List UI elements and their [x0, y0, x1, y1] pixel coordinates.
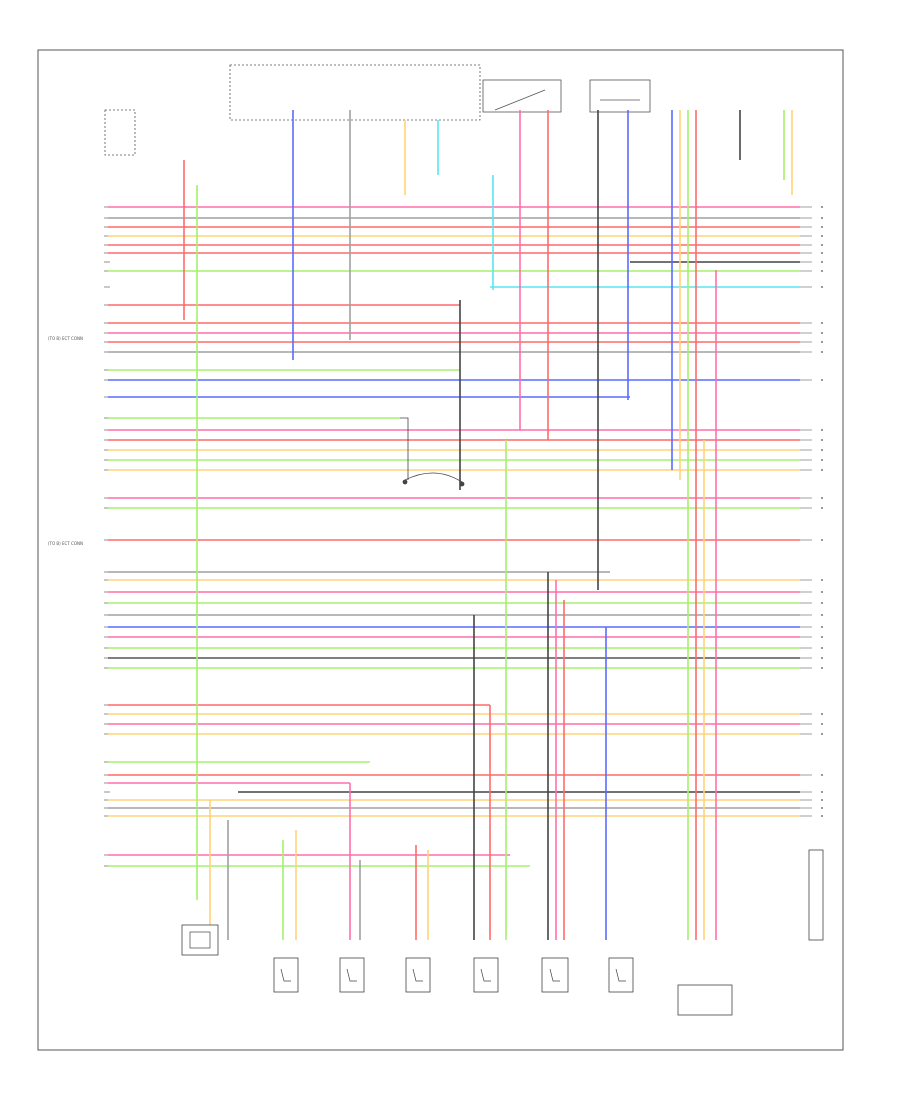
- terminal-dot-12: [821, 341, 823, 343]
- terminal-dot-20: [821, 449, 823, 451]
- sensor-5: [541, 957, 569, 993]
- relay-block-body-0: [181, 924, 219, 956]
- terminal-dot-45: [821, 807, 823, 809]
- terminal-dot-31: [821, 626, 823, 628]
- terminal-dot-39: [821, 733, 823, 735]
- top-components: [104, 64, 651, 156]
- terminal-dot-8: [821, 286, 823, 288]
- sensor-1: [273, 957, 299, 993]
- sensor-2: [339, 957, 365, 993]
- terminal-dot-25: [821, 539, 823, 541]
- connector-label-b: (TO B) ECT CONN: [48, 541, 83, 546]
- terminal-dot-23: [821, 497, 823, 499]
- sensor-symbol-1: [280, 968, 291, 982]
- terminal-dot-38: [821, 723, 823, 725]
- terminal-dot-46: [821, 815, 823, 817]
- sensor-body-1: [273, 957, 299, 993]
- terminal-dot-13: [821, 351, 823, 353]
- terminal-dot-18: [821, 429, 823, 431]
- terminal-dot-44: [821, 799, 823, 801]
- right-terminal-ticks: [800, 206, 823, 817]
- terminal-dot-33: [821, 647, 823, 649]
- terminal-dot-37: [821, 713, 823, 715]
- terminal-dot-30: [821, 614, 823, 616]
- terminal-dot-2: [821, 226, 823, 228]
- terminal-dot-21: [821, 459, 823, 461]
- terminal-dot-1: [821, 217, 823, 219]
- sensor-3: [405, 957, 431, 993]
- sensor-symbol-2: [346, 968, 357, 982]
- terminal-dot-29: [821, 602, 823, 604]
- component-layer: [181, 849, 824, 1016]
- terminal-dot-34: [821, 657, 823, 659]
- terminal-dot-22: [821, 469, 823, 471]
- terminal-dot-0: [821, 206, 823, 208]
- center-device: [400, 417, 465, 487]
- module-body-7: [677, 984, 733, 1016]
- terminal-dot-5: [821, 252, 823, 254]
- connector-label-a: (TO B) ECT CONN: [48, 336, 83, 341]
- terminal-dot-43: [821, 791, 823, 793]
- terminal-dot-6: [821, 261, 823, 263]
- relay-block-0: [181, 924, 219, 956]
- vertical-wire-layer: [183, 110, 793, 940]
- terminal-dot-10: [821, 322, 823, 324]
- terminal-dot-7: [821, 270, 823, 272]
- terminal-dot-27: [821, 579, 823, 581]
- sensor-body-2: [339, 957, 365, 993]
- sensor-symbol-4: [480, 968, 491, 982]
- terminal-dot-28: [821, 591, 823, 593]
- terminal-dot-41: [821, 774, 823, 776]
- terminal-dot-3: [821, 235, 823, 237]
- terminal-dot-32: [821, 636, 823, 638]
- terminal-dot-19: [821, 439, 823, 441]
- sensor-symbol-3: [412, 968, 423, 982]
- sensor-symbol-5: [549, 968, 560, 982]
- terminal-dot-15: [821, 379, 823, 381]
- connector-body-8: [808, 849, 824, 941]
- wire-layer: [108, 206, 800, 867]
- sensor-4: [473, 957, 499, 993]
- terminal-dot-11: [821, 332, 823, 334]
- module-7: [677, 984, 733, 1016]
- sensor-6: [608, 957, 634, 993]
- sensor-body-5: [541, 957, 569, 993]
- ecm-pin-columns: [104, 206, 110, 867]
- terminal-dot-35: [821, 667, 823, 669]
- sensor-symbol-6: [615, 968, 626, 982]
- connector-8: [808, 849, 824, 941]
- terminal-dot-4: [821, 244, 823, 246]
- sensor-body-4: [473, 957, 499, 993]
- terminal-dot-24: [821, 507, 823, 509]
- diagram-frame: [37, 49, 844, 1051]
- relay-block-inner-0: [189, 931, 211, 949]
- sensor-body-6: [608, 957, 634, 993]
- sensor-body-3: [405, 957, 431, 993]
